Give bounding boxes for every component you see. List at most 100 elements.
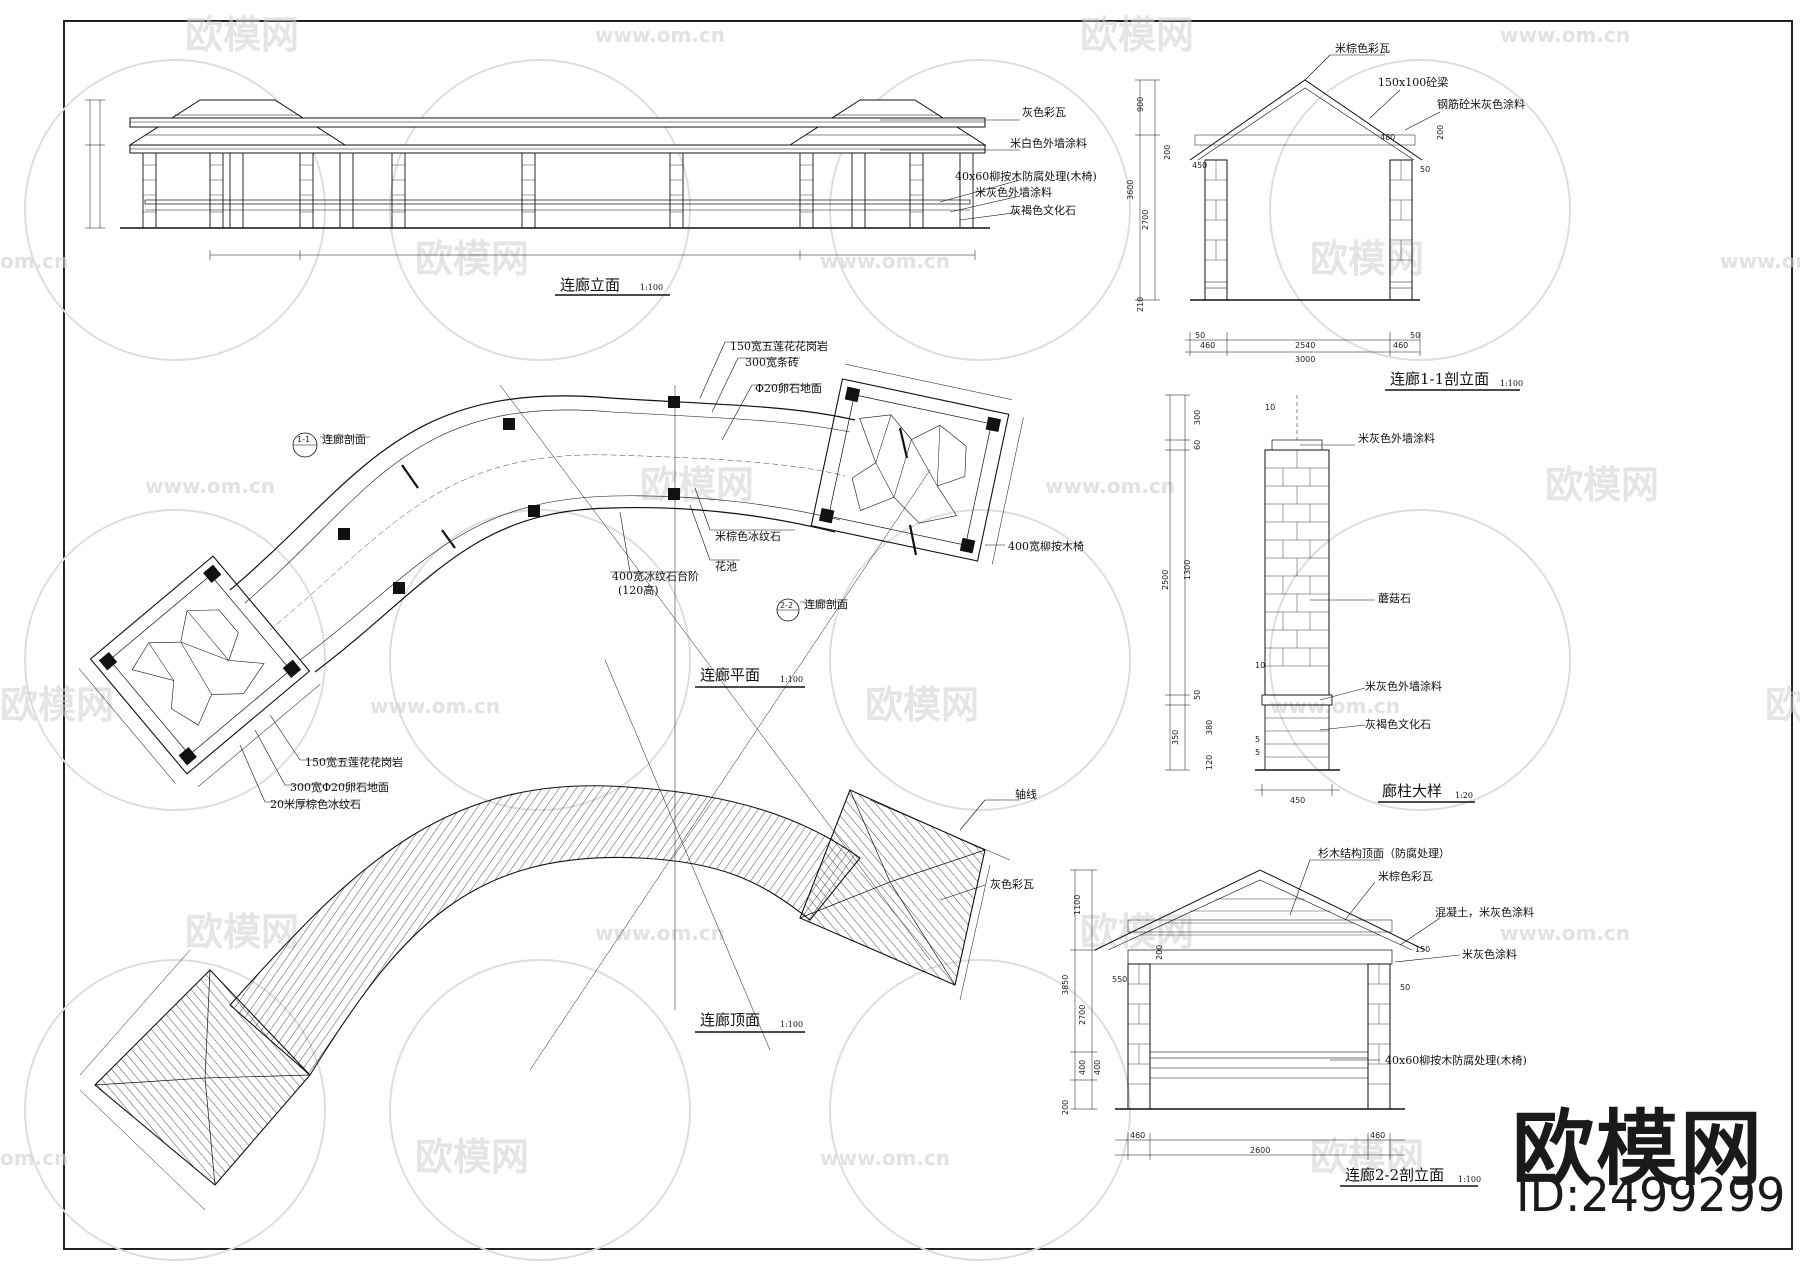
- dim-label: 200: [1163, 145, 1172, 160]
- section-1-1-drawing: [1135, 54, 1441, 356]
- dim-label: 2700: [1141, 210, 1150, 230]
- watermark-url: om.cn: [0, 1146, 68, 1170]
- dim-label: 50: [1420, 165, 1430, 174]
- callout-1-1-tag: 1-1: [297, 435, 310, 444]
- note-wood-bench: 400宽柳按木椅: [1008, 539, 1084, 553]
- plan-title: 连廊平面: [700, 666, 760, 684]
- note-axis-line: 轴线: [1015, 787, 1037, 801]
- note-grey-tile: 灰色彩瓦: [1022, 105, 1066, 119]
- note-grey-paint: 米灰色外墙涂料: [975, 185, 1052, 199]
- watermark-brand: 欧模网: [185, 910, 299, 954]
- section-1-1-scale: 1:100: [1500, 379, 1523, 388]
- watermark-url: www.om.cn: [1045, 474, 1175, 498]
- dim-label: 380: [1205, 720, 1214, 735]
- watermark-layer: 欧模网 www.om.cn 欧模网 www.om.cn om.cn 欧模网 ww…: [0, 13, 1800, 1261]
- dim-label: 3000: [1295, 355, 1315, 364]
- column-detail-title: 廊柱大样: [1382, 782, 1442, 800]
- watermark-brand-logo: 欧模网: [1512, 1102, 1765, 1197]
- watermark-url: om.cn: [0, 249, 68, 273]
- note-fir-ceiling: 杉木结构顶面（防腐处理）: [1318, 846, 1450, 860]
- note-rc-paint: 钢筋砼米灰色涂料: [1437, 97, 1525, 111]
- note-concrete-beam: 150x100砼梁: [1378, 75, 1448, 89]
- callout-1-1-text: 连廊剖面: [322, 432, 366, 446]
- watermark-url: www.om.cn: [1500, 23, 1630, 47]
- dim-label: 50: [1410, 331, 1420, 340]
- column-detail-notes: 米灰色外墙涂料 蘑菇石 米灰色外墙涂料 灰褐色文化石 10 300 60 250…: [1161, 403, 1442, 805]
- section-1-1-title: 连廊1-1剖立面: [1390, 370, 1489, 388]
- watermark-id: ID:2499299: [1516, 1168, 1786, 1222]
- note-concrete-paint: 混凝土，米灰色涂料: [1435, 905, 1534, 919]
- note-grey-tile: 灰色彩瓦: [990, 877, 1034, 891]
- note-wood-bench: 40x60柳按木防腐处理(木椅): [955, 169, 1097, 183]
- note-stone-steps: 400宽冰纹石台阶: [612, 569, 699, 583]
- section-2-2-title: 连廊2-2剖立面: [1345, 1166, 1444, 1184]
- dim-label: 2600: [1250, 1146, 1270, 1155]
- watermark-brand: 欧模网: [1080, 13, 1194, 57]
- watermark-url: www.om.cn: [1720, 249, 1800, 273]
- note-wood-bench: 40x60柳按木防腐处理(木椅): [1385, 1053, 1527, 1067]
- elevation-notes: 灰色彩瓦 米白色外墙涂料 40x60柳按木防腐处理(木椅) 米灰色外墙涂料 灰褐…: [955, 105, 1097, 217]
- dim-label: 460: [1393, 341, 1408, 350]
- dim-label: 450: [1290, 796, 1305, 805]
- dim-label: 400: [1093, 1060, 1102, 1075]
- callout-2-2-text: 连廊剖面: [804, 597, 848, 611]
- dim-label: 1300: [1183, 560, 1192, 580]
- note-pebble-floor: Φ20卵石地面: [755, 382, 822, 395]
- dim-label: 350: [1171, 730, 1180, 745]
- note-step-height: (120高): [618, 583, 659, 597]
- dim-label: 60: [1193, 440, 1202, 450]
- dim-label: 5: [1255, 748, 1260, 757]
- column-detail-drawing: [1165, 394, 1375, 796]
- dim-label: 50: [1193, 690, 1202, 700]
- watermark-brand: 欧模网: [865, 683, 979, 727]
- elevation-drawing: [85, 99, 1021, 260]
- dim-label: 3850: [1061, 975, 1070, 995]
- dim-label: 300: [1193, 410, 1202, 425]
- dim-label: 150: [1415, 945, 1430, 954]
- watermark-url: www.om.cn: [820, 249, 950, 273]
- watermark-url: www.om.cn: [145, 474, 275, 498]
- dim-label: 460: [1370, 1131, 1385, 1140]
- watermark-brand: 欧模网: [640, 463, 754, 507]
- section-2-2-drawing: [1070, 859, 1461, 1160]
- dim-label: 200: [1155, 945, 1164, 960]
- note-brown-tile: 米棕色彩瓦: [1335, 41, 1390, 55]
- elevation-scale: 1:100: [640, 283, 663, 292]
- section-2-2-notes: 杉木结构顶面（防腐处理） 米棕色彩瓦 混凝土，米灰色涂料 米灰色涂料 40x60…: [1061, 846, 1534, 1155]
- column-detail-scale: 1:20: [1455, 791, 1473, 800]
- dim-label: 5: [1255, 735, 1260, 744]
- watermark-brand: 欧模网: [1765, 683, 1800, 727]
- note-grey-paint: 米灰色涂料: [1462, 947, 1517, 961]
- watermark-brand: 欧模网: [1310, 237, 1424, 281]
- watermark-url: www.om.cn: [595, 921, 725, 945]
- dim-label: 3600: [1126, 180, 1135, 200]
- note-ice-stone-thick: 20米厚棕色冰纹石: [270, 797, 361, 811]
- dim-label: 200: [1436, 125, 1445, 140]
- watermark-brand: 欧模网: [185, 13, 299, 57]
- dim-label: 900: [1136, 97, 1145, 112]
- dim-label: 120: [1205, 755, 1214, 770]
- plan-drawing: [78, 341, 1024, 1071]
- watermark-brand: 欧模网: [415, 1135, 529, 1179]
- note-ice-stone: 米棕色冰纹石: [715, 529, 781, 543]
- watermark-url: www.om.cn: [370, 694, 500, 718]
- watermark-brand: 欧模网: [1310, 1135, 1424, 1179]
- dim-label: 450: [1192, 161, 1207, 170]
- elevation-title: 连廊立面: [560, 276, 620, 294]
- dim-label: 10: [1255, 661, 1265, 670]
- section-2-2-scale: 1:100: [1458, 1175, 1481, 1184]
- watermark-seal-icon: [24, 59, 1571, 1261]
- dim-label: 460: [1130, 1131, 1145, 1140]
- note-white-paint: 米白色外墙涂料: [1010, 136, 1087, 150]
- dim-label: 2700: [1078, 1005, 1087, 1025]
- drawing-frame: [63, 20, 1793, 1250]
- plan-scale: 1:100: [780, 675, 803, 684]
- dim-label: 480: [1380, 133, 1395, 142]
- watermark-brand: 欧模网: [415, 237, 529, 281]
- note-granite-edge-left: 150宽五莲花花岗岩: [305, 755, 403, 769]
- roof-title: 连廊顶面: [700, 1011, 760, 1029]
- note-pebble-band: 300宽Φ20卵石地面: [290, 780, 389, 794]
- dim-label: 210: [1136, 297, 1145, 312]
- roof-scale: 1:100: [780, 1020, 803, 1029]
